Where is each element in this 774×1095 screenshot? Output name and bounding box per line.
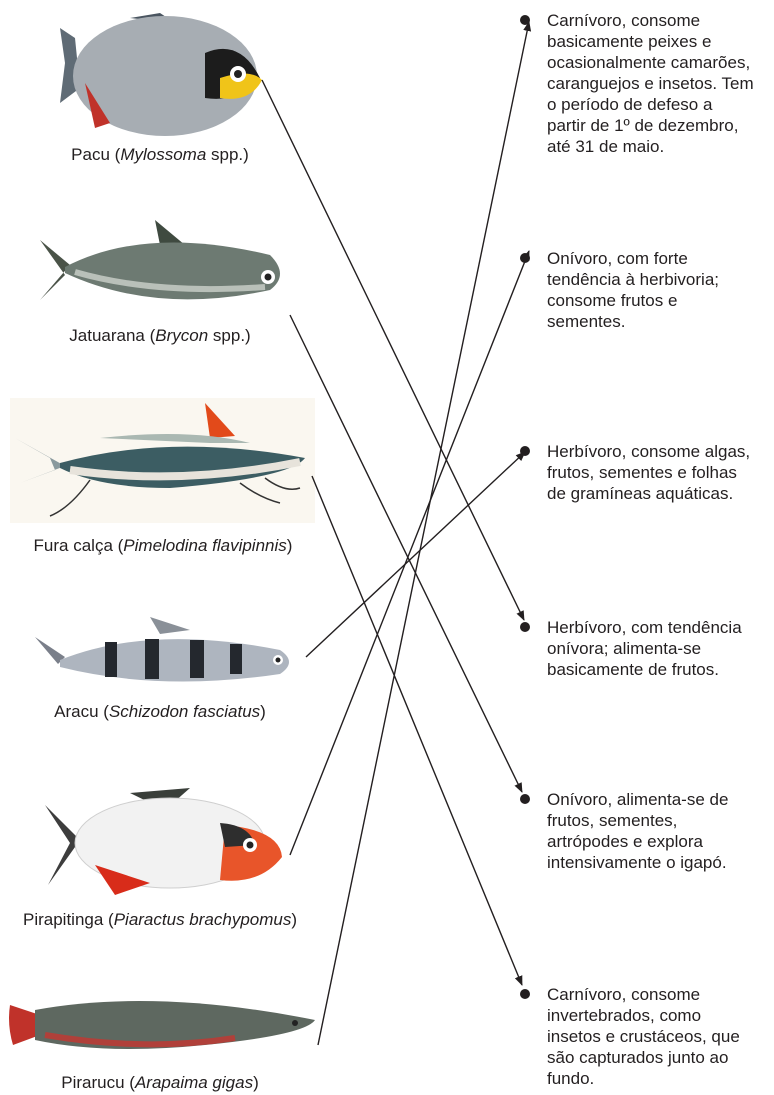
pirapitinga-fish-image xyxy=(40,785,290,900)
bullet-dot xyxy=(520,622,530,632)
bullet-dot xyxy=(520,794,530,804)
connection-arrow-1 xyxy=(289,314,523,793)
aracu-caption: Aracu (Schizodon fasciatus) xyxy=(54,702,266,721)
fura-calca-fish-image xyxy=(10,398,315,523)
bullet-dot xyxy=(520,15,530,25)
connection-arrow-3 xyxy=(305,451,526,658)
aracu-fish-image xyxy=(30,612,300,697)
jatuarana-fish-image xyxy=(35,215,295,315)
fura-calca-caption: Fura calça (Pimelodina flavipinnis) xyxy=(33,536,293,555)
pirarucu-caption: Pirarucu (Arapaima gigas) xyxy=(61,1073,259,1092)
pirapitinga-caption: Pirapitinga (Piaractus brachypomus) xyxy=(22,910,298,929)
pirarucu-fish-image xyxy=(5,990,320,1060)
connection-arrow-0 xyxy=(261,79,525,621)
connection-arrow-2 xyxy=(311,475,523,986)
jatuarana-caption: Jatuarana (Brycon spp.) xyxy=(69,326,251,345)
bullet-dot xyxy=(520,989,530,999)
pacu-fish-image xyxy=(55,8,270,143)
connection-arrow-5 xyxy=(317,21,532,1046)
pacu-caption: Pacu (Mylossoma spp.) xyxy=(71,145,249,164)
connection-arrow-4 xyxy=(289,250,530,856)
bullet-dot xyxy=(520,446,530,456)
